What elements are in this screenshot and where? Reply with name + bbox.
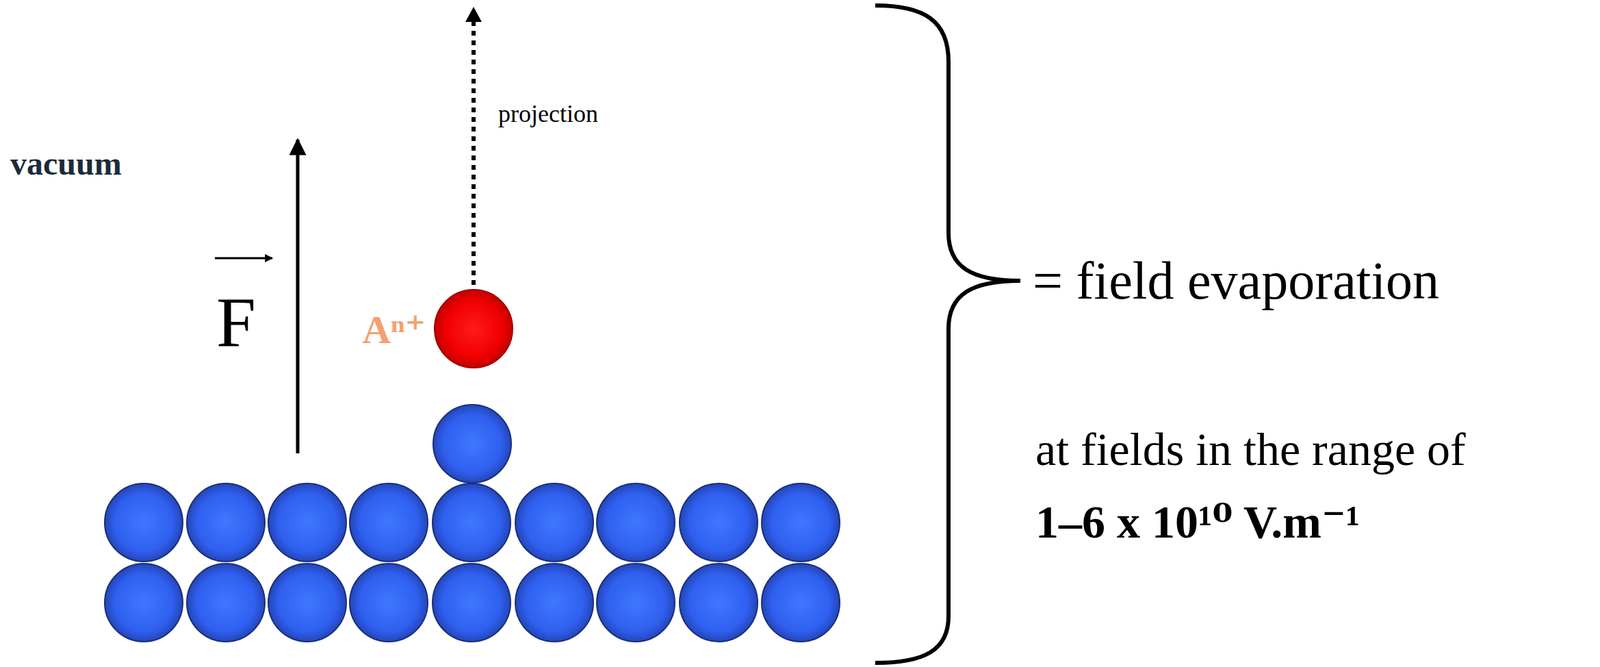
ion-label: Aⁿ⁺ [362,307,426,354]
atom [104,563,183,642]
ion [434,289,513,368]
arrow-head [465,6,482,22]
atom [349,483,428,562]
curly-brace [875,5,1021,663]
field-arrow [296,139,300,454]
field-symbol: F [216,280,256,363]
atom [186,483,265,562]
atom [433,404,512,483]
atom [349,563,428,642]
definition-text: = field evaporation [1032,249,1440,312]
atom [679,563,758,642]
vector-arrow [214,257,273,260]
projection-arrow [471,20,476,285]
atom [268,563,347,642]
atom [596,563,675,642]
atom [515,483,594,562]
atom [515,563,594,642]
region-label: vacuum [10,144,122,183]
atom [761,563,840,642]
field-range: 1–6 x 10¹⁰ V.m⁻¹ [1035,494,1360,549]
atom [268,483,347,562]
arrow-label: projection [498,99,599,128]
condition-text: at fields in the range of [1035,422,1466,476]
atom [596,483,675,562]
atom-lattice [104,289,840,642]
atom [432,483,511,562]
atom [679,483,758,562]
atom [186,563,265,642]
atom [761,483,840,562]
atom [104,483,183,562]
atom [432,563,511,642]
